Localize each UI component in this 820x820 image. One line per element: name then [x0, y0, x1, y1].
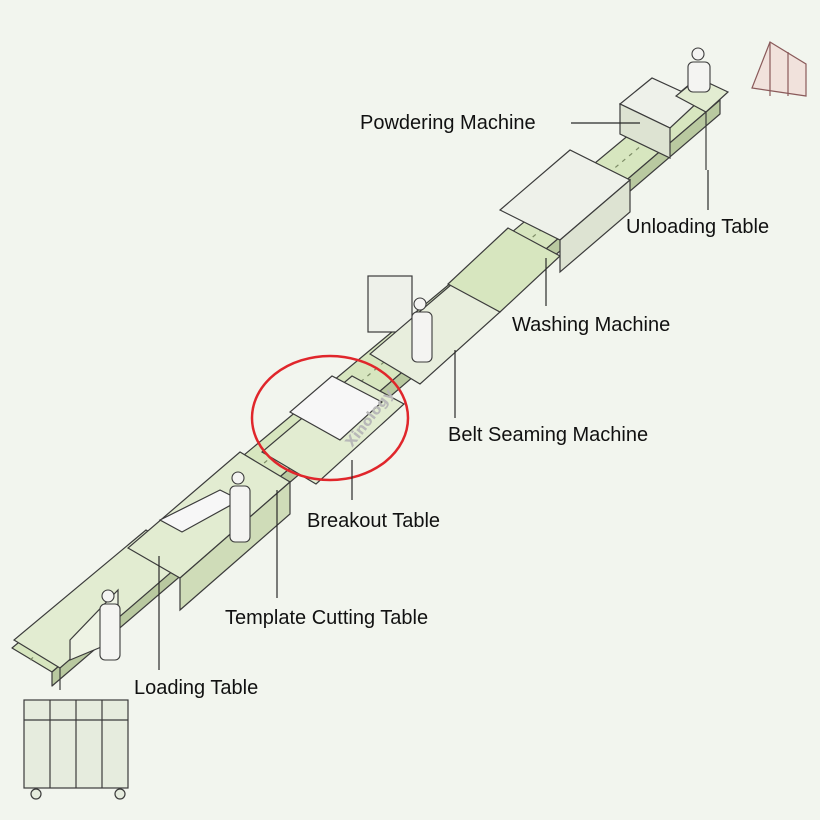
operator-body	[411, 311, 433, 363]
label-loading-table: Loading Table	[134, 677, 259, 699]
operator-body	[99, 603, 121, 661]
breakout-highlight-circle	[250, 354, 410, 482]
label-powdering-machine: Powdering Machine	[360, 112, 536, 134]
rack-wheel	[30, 788, 42, 800]
operator-head	[691, 47, 705, 61]
washing-housing-side	[559, 178, 631, 274]
template-cutting-table-base	[179, 480, 291, 612]
glass-rack-loading	[23, 699, 129, 800]
breakout-table	[260, 375, 406, 485]
rack-wheel	[114, 788, 126, 800]
label-template-cutting-table: Template Cutting Table	[225, 607, 429, 629]
label-unloading-table: Unloading Table	[626, 216, 770, 238]
label-washing-machine: Washing Machine	[512, 314, 671, 336]
template-cutting-table	[126, 451, 292, 612]
powdering-front	[619, 103, 671, 159]
operator-head	[413, 297, 427, 311]
operator-body	[229, 485, 251, 543]
glass-pieces	[288, 375, 384, 441]
operator-body	[687, 61, 711, 93]
leader-lines	[158, 122, 709, 670]
washing-machine	[446, 149, 632, 313]
label-belt-seaming-machine: Belt Seaming Machine	[448, 424, 649, 446]
operator-head	[101, 589, 115, 603]
glass-rack-unloading	[751, 41, 807, 97]
label-breakout-table: Breakout Table	[307, 510, 441, 532]
operator-head	[231, 471, 245, 485]
operator-figures	[99, 47, 711, 661]
belt-seaming-cabinet	[367, 275, 413, 333]
